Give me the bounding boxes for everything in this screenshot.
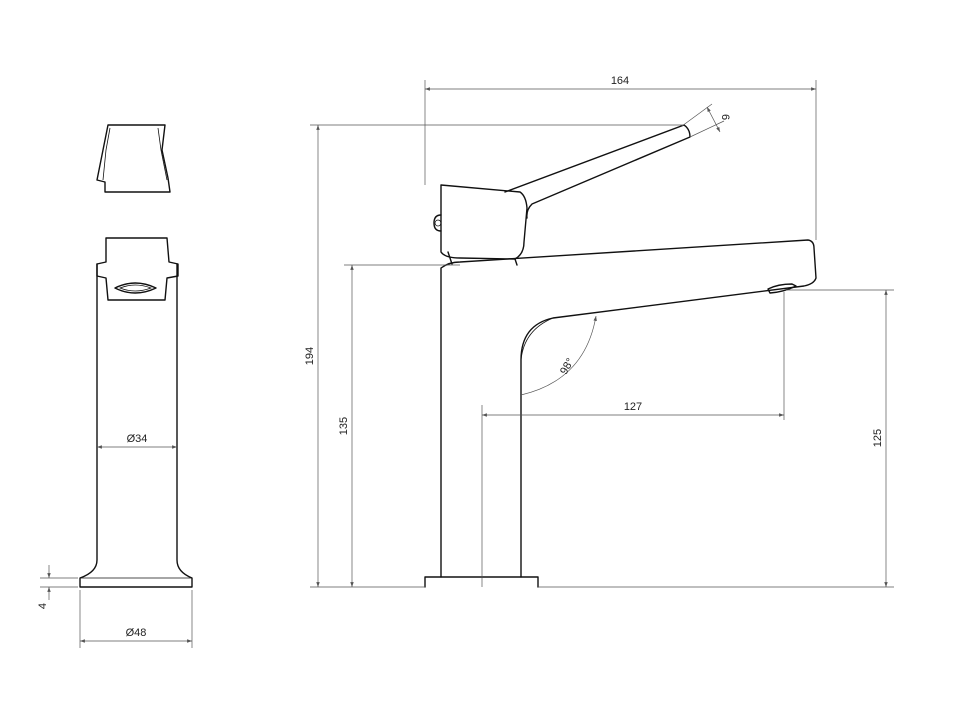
lever-head [440,184,528,260]
dim-lever-thickness: 6 [719,114,731,120]
dim-base-thickness: 4 [37,603,49,609]
front-view-body [440,239,817,578]
side-view: Ø34 Ø48 4 [37,124,193,648]
dim-spout-top-height: 135 [338,417,350,435]
lever-arm [504,124,691,219]
dim-spout-angle: 98° [558,356,577,376]
lever-knob-icon [433,214,442,232]
dim-base-diameter: Ø48 [126,627,147,639]
front-view-base [424,576,539,588]
side-view-body [79,263,193,588]
dim-spout-clearance: 125 [872,429,884,447]
front-view: 98° 164 6 194 135 127 125 [304,75,894,588]
dim-overall-width: 164 [611,75,629,87]
dim-overall-height: 194 [304,347,316,365]
dim-spout-reach: 127 [624,401,642,413]
lever-pivot-icon [114,282,157,294]
dim-body-diameter: Ø34 [127,433,148,445]
aerator [767,283,797,294]
side-view-handle [96,124,171,193]
